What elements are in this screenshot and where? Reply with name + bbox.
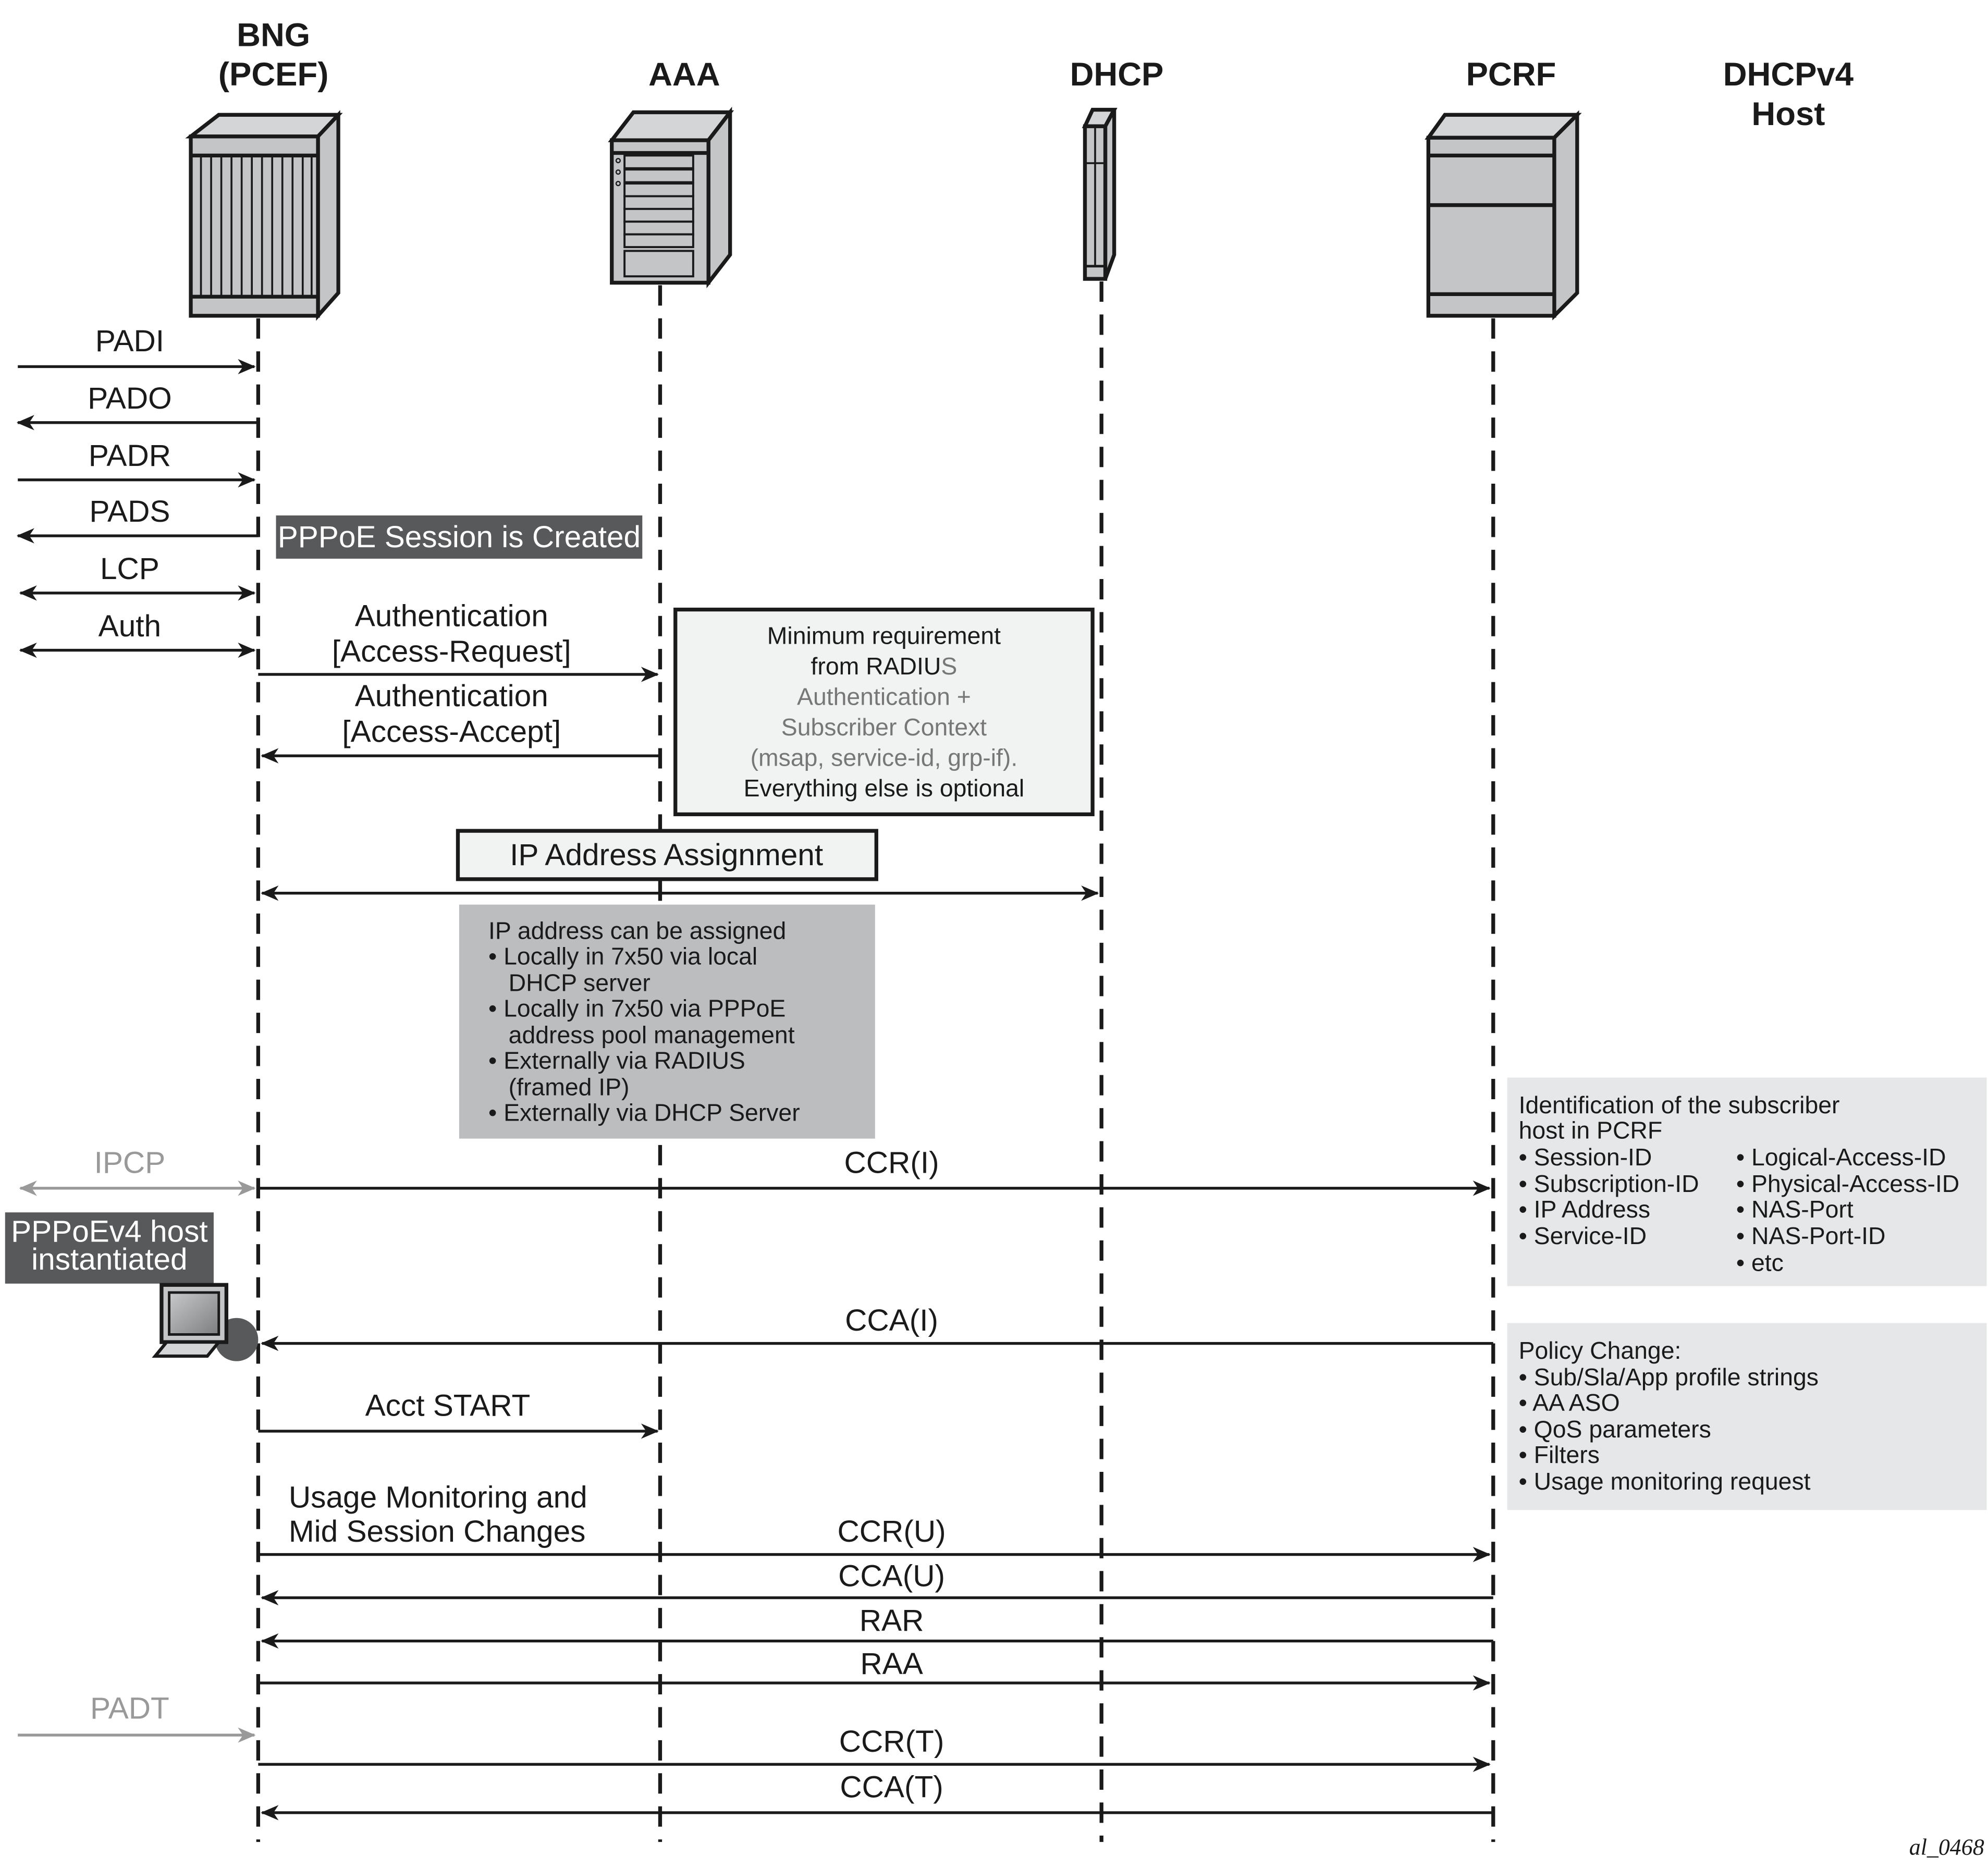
message-lcp: LCP [19,552,256,601]
raa-label: RAA [860,1647,923,1681]
figure-id: al_0468 [1909,1834,1984,1860]
blade-server-icon [1082,107,1118,281]
usage-monitoring-label: Usage Monitoring and Mid Session Changes [289,1480,587,1548]
host-instantiated-line: PPPoEv4 host [11,1214,208,1248]
host-instantiated-badge: PPPoEv4 host instantiated [5,1212,214,1284]
dhcpv4-host-label: DHCPv4 [1723,56,1854,93]
radius-note-line: Everything else is optional [744,774,1025,802]
message-cca-u: CCA(U) [261,1559,1493,1606]
pcrf-id-item: • Subscription-ID [1519,1170,1699,1197]
pcrf-id-item: • etc [1736,1249,1784,1276]
ip-note-heading: IP address can be assigned [488,917,786,944]
server-icon [608,106,734,289]
rar-label: RAR [860,1604,924,1638]
dhcp-label: DHCP [1070,56,1164,93]
message-acct-start: Acct START [258,1389,659,1439]
padi-label: PADI [95,324,164,358]
message-ccr-t: CCR(T) [258,1725,1491,1772]
pcrf-identification-note: Identification of the subscriber host in… [1507,1077,1987,1286]
ip-note-line: • Externally via RADIUS [488,1047,745,1074]
message-ccr-u: CCR(U) [258,1515,1491,1563]
policy-change-heading: Policy Change: [1519,1337,1682,1364]
participant-bng-header: BNG (PCEF) [218,17,328,93]
message-pado: PADO [16,382,259,431]
cca-i-label: CCA(I) [845,1304,938,1337]
auth-label: Auth [99,609,161,643]
pads-label: PADS [89,495,170,528]
message-cca-t: CCA(T) [261,1770,1493,1821]
radius-requirement-note: Minimum requirement from RADIUS Authenti… [673,607,1095,817]
message-access-accept: Authentication [Access-Accept] [261,679,660,764]
bng-label: BNG [237,17,310,54]
pcrf-id-heading: Identification of the subscriber [1519,1091,1840,1118]
message-auth: Auth [19,609,256,658]
chassis-router-icon [185,110,343,321]
policy-change-item: • Sub/Sla/App profile strings [1519,1363,1819,1391]
session-created-badge: PPPoE Session is Created [276,515,643,559]
pcrf-id-item: • NAS-Port-ID [1736,1222,1886,1249]
access-accept-label: Authentication [355,679,548,713]
lcp-label: LCP [100,552,159,586]
policy-change-item: • AA ASO [1519,1389,1620,1416]
message-pads: PADS [16,495,259,544]
access-request-sublabel: [Access-Request] [332,635,571,669]
acct-start-label: Acct START [365,1389,531,1423]
access-accept-sublabel: [Access-Accept] [342,715,561,748]
usage-monitoring-line: Usage Monitoring and [289,1480,587,1514]
radius-note-line: Minimum requirement [767,622,1001,649]
ip-note-line: DHCP server [488,969,651,997]
ip-assignment-note: IP address can be assigned • Locally in … [459,904,875,1139]
host-instantiated-line: instantiated [31,1243,187,1276]
policy-change-note: Policy Change: • Sub/Sla/App profile str… [1507,1323,1987,1510]
padr-label: PADR [89,439,171,473]
radius-note-line: Authentication + [797,683,971,710]
bng-sublabel: (PCEF) [218,56,328,93]
access-request-label: Authentication [355,599,548,633]
server-tower-icon [1425,110,1582,321]
aaa-label: AAA [648,56,720,93]
host-computer-icon [152,1283,259,1361]
pcrf-label: PCRF [1466,56,1556,93]
message-ccr-i: CCR(I) [258,1146,1491,1196]
radius-note-line: (msap, service-id, grp-if). [751,744,1018,771]
ccr-t-label: CCR(T) [839,1725,944,1759]
pcrf-id-item: • Physical-Access-ID [1736,1170,1959,1197]
session-created-text: PPPoE Session is Created [278,520,641,554]
ip-assignment-title-box: IP Address Assignment [456,829,878,881]
message-cca-i: CCA(I) [261,1304,1493,1351]
message-raa: RAA [258,1647,1491,1691]
pcrf-id-heading: host in PCRF [1519,1117,1663,1144]
policy-change-item: • QoS parameters [1519,1416,1711,1443]
cca-t-label: CCA(T) [840,1770,943,1804]
padt-label: PADT [90,1691,169,1725]
policy-change-item: • Usage monitoring request [1519,1468,1811,1495]
cca-u-label: CCA(U) [838,1559,945,1593]
ip-note-line: • Locally in 7x50 via local [488,942,757,969]
pcrf-id-item: • Service-ID [1519,1222,1647,1249]
message-padi: PADI [18,324,256,375]
ip-assignment-title: IP Address Assignment [510,838,823,872]
pcrf-id-item: • Logical-Access-ID [1736,1143,1946,1171]
message-padr: PADR [18,439,256,488]
usage-monitoring-line: Mid Session Changes [289,1515,586,1548]
ip-note-line: (framed IP) [488,1074,629,1101]
message-access-request: Authentication [Access-Request] [258,599,659,682]
pcrf-id-item: • NAS-Port [1736,1196,1854,1223]
ip-note-line: • Locally in 7x50 via PPPoE [488,994,786,1022]
ip-note-line: • Externally via DHCP Server [488,1099,800,1126]
message-ipcp: IPCP [19,1146,256,1196]
ip-note-line: address pool management [488,1022,795,1049]
radius-note-line: from RADIUS [811,653,958,680]
message-padt: PADT [18,1691,256,1743]
pcrf-id-item: • IP Address [1519,1196,1650,1223]
ipcp-label: IPCP [94,1146,166,1180]
policy-change-item: • Filters [1519,1441,1600,1468]
ccr-u-label: CCR(U) [838,1515,946,1548]
message-rar: RAR [261,1604,1493,1649]
dhcpv4-host-sublabel: Host [1751,96,1825,132]
pcrf-id-item: • Session-ID [1519,1143,1652,1171]
radius-note-line: Subscriber Context [781,714,987,741]
ccr-i-label: CCR(I) [844,1146,939,1180]
pado-label: PADO [88,382,172,415]
